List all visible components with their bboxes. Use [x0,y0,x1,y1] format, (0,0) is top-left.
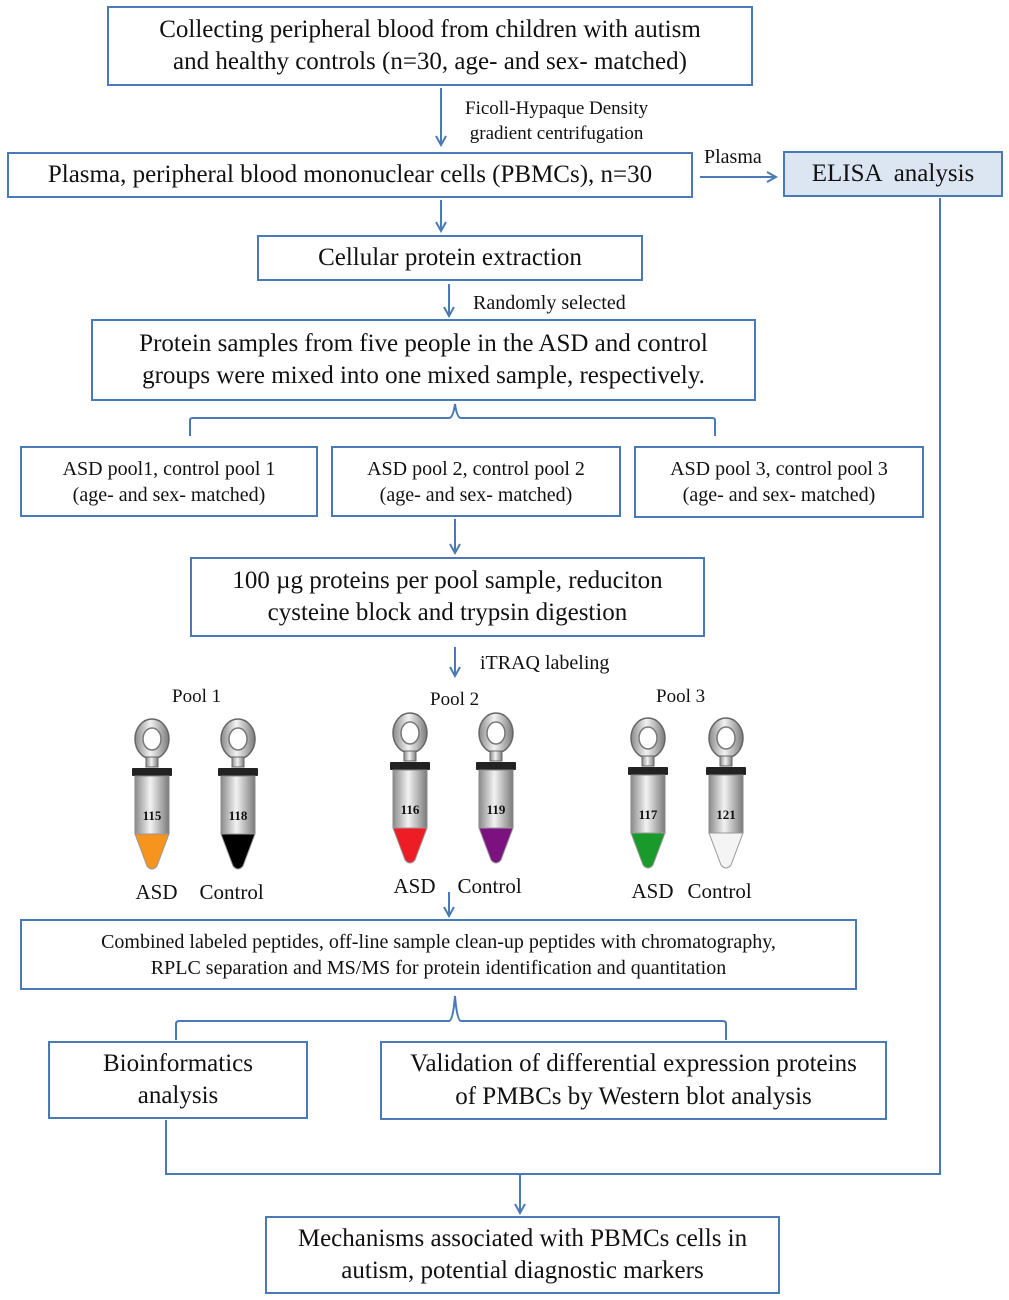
tube-label-119: Control [457,874,522,898]
mix-box: Protein samples from five people in the … [91,319,756,401]
tube-number: 118 [229,808,248,823]
combined-box: Combined labeled peptides, off-line samp… [20,919,857,990]
combined-text-line1: Combined labeled peptides, off-line samp… [101,930,776,953]
digest-box: 100 µg proteins per pool sample, reducit… [190,557,705,637]
itraq-label: iTRAQ labeling [480,652,610,674]
validation-text-line2: of PMBCs by Western blot analysis [455,1082,812,1110]
tube-number: 116 [401,802,420,817]
tube-number: 121 [716,807,736,822]
digest-text-line1: 100 µg proteins per pool sample, reducit… [232,566,663,594]
collect-box: Collecting peripheral blood from childre… [107,6,753,86]
pool3-line1: ASD pool 3, control pool 3 [670,458,888,480]
collect-text-line2: and healthy controls (n=30, age- and sex… [173,48,687,75]
combined-text-line2: RPLC separation and MS/MS for protein id… [150,956,727,979]
pool1-box: ASD pool1, control pool 1 (age- and sex- … [20,446,318,517]
pool-title-1: Pool 1 [172,686,222,707]
ficoll-line2: gradient centrifugation [469,123,644,145]
tube-121: 121 [706,717,746,869]
validation-text-line1: Validation of differential expression pr… [410,1050,857,1077]
brace-pools [189,403,716,436]
bioinfo-box: Bioinformatics analysis [48,1041,308,1119]
tube-label-117: ASD [631,879,674,903]
mechanisms-box: Mechanisms associated with PBMCs cells i… [265,1216,780,1294]
mix-text-line2: groups were mixed into one mixed sample,… [142,362,705,389]
bracket-bottom [165,198,941,1175]
pool2-box: ASD pool 2, control pool 2 (age- and sex-… [331,446,621,517]
elisa-box: ELISA analysis [783,151,1003,197]
tube-label-121: Control [687,879,752,903]
ficoll-line1: Ficoll-Hypaque Density [465,98,649,119]
pool2-line1: ASD pool 2, control pool 2 [367,457,585,480]
pool-title-2: Pool 2 [430,689,480,710]
tube-label-116: ASD [393,874,436,898]
digest-text-line2: cysteine block and trypsin digestion [267,599,628,626]
pool1-line1: ASD pool1, control pool 1 [62,457,276,480]
extraction-box: Cellular protein extraction [257,235,643,281]
ficoll-label: Ficoll-Hypaque Density gradient centrifu… [465,96,648,146]
tube-117: 117 [628,717,668,869]
elisa-text: ELISA analysis [811,159,975,187]
mechanisms-text-line2: autism, potential diagnostic markers [341,1257,704,1284]
tube-number: 115 [143,808,162,823]
tube-label-115: ASD [135,880,178,904]
pool3-box: ASD pool 3, control pool 3 (age- and sex-… [634,446,924,518]
tube-119: 119 [476,712,516,864]
tube-118: 118 [218,718,258,870]
pool3-line2: (age- and sex- matched) [682,484,876,506]
tube-116: 116 [390,712,430,864]
collect-text-line1: Collecting peripheral blood from childre… [159,15,701,43]
mechanisms-text-line1: Mechanisms associated with PBMCs cells i… [297,1224,748,1252]
tube-number: 119 [487,802,506,817]
validation-box: Validation of differential expression pr… [380,1041,887,1120]
pool1-line2: (age- and sex- matched) [72,483,266,506]
bioinfo-text-line2: analysis [137,1082,219,1109]
bioinfo-text-line1: Bioinformatics [103,1049,253,1077]
pool-title-3: Pool 3 [656,686,706,707]
plasma-pbmc-box: Plasma, peripheral blood mononuclear cel… [7,152,693,198]
random-label: Randomly selected [473,292,626,314]
brace-analysis [175,995,727,1040]
plasma-pbmc-text: Plasma, peripheral blood mononuclear cel… [47,160,653,188]
extraction-text: Cellular protein extraction [318,243,582,271]
tube-number: 117 [639,807,658,822]
tube-115: 115 [132,718,172,870]
tube-label-118: Control [199,880,264,904]
pool2-line2: (age- and sex- matched) [379,483,573,506]
plasma-label: Plasma [704,146,762,168]
mix-text-line1: Protein samples from five people in the … [139,329,708,357]
